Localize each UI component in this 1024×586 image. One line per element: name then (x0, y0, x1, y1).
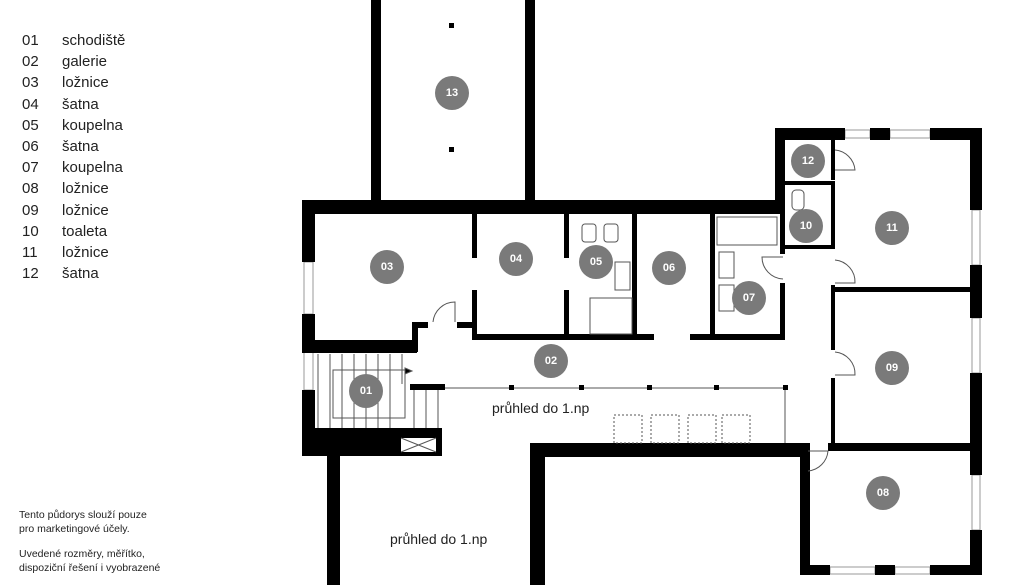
room-badge-02[interactable]: 02 (534, 344, 568, 378)
room-badge-12[interactable]: 12 (791, 144, 825, 178)
legend-item: 09 ložnice (22, 200, 125, 221)
room-badge-11[interactable]: 11 (875, 211, 909, 245)
note-line: pro marketingové účely. (19, 523, 130, 535)
legend-name: schodiště (62, 32, 126, 49)
doors (432, 149, 856, 472)
room-badge-09[interactable]: 09 (875, 351, 909, 385)
legend-name: koupelna (62, 116, 123, 134)
column-marker (449, 23, 454, 28)
legend-name: ložnice (62, 244, 109, 262)
room-number: 13 (446, 87, 458, 99)
walls (302, 0, 982, 585)
room-badge-07[interactable]: 07 (732, 281, 766, 315)
legend-item: 10 toaleta (22, 221, 125, 242)
legend-num: 06 (22, 138, 39, 156)
room-badge-10[interactable]: 10 (789, 209, 823, 243)
legend-name: ložnice (62, 201, 109, 219)
note-line: Tento půdorys slouží pouze (19, 509, 147, 521)
column-marker (449, 147, 454, 152)
legend-item: 12 šatna (22, 263, 125, 284)
legend-name: toaleta (62, 222, 108, 240)
room-number: 10 (800, 220, 812, 232)
legend-num: 01 (22, 32, 39, 49)
legend-num: 08 (22, 180, 39, 198)
room-number: 02 (545, 355, 557, 367)
legend-name: šatna (62, 265, 99, 283)
void-label-upper: průhled do 1.np (492, 400, 590, 416)
legend-name: galerie (62, 53, 108, 71)
room-badge-06[interactable]: 06 (652, 251, 686, 285)
room-number: 08 (877, 487, 889, 499)
legend-item: 08 ložnice (22, 178, 125, 199)
room-number: 05 (590, 256, 602, 268)
legend-item: 01 schodiště (22, 30, 125, 51)
legend-item: 06 šatna (22, 136, 125, 157)
room-badge-05[interactable]: 05 (579, 245, 613, 279)
room-badge-01[interactable]: 01 (349, 374, 383, 408)
room-number: 09 (886, 362, 898, 374)
note-line: dispoziční řešení i vyobrazené (19, 562, 161, 574)
gallery-railing (445, 385, 788, 443)
room-badge-03[interactable]: 03 (370, 250, 404, 284)
legend-name: šatna (62, 138, 99, 156)
windows (303, 129, 981, 575)
legend-num: 02 (22, 53, 39, 71)
room-badge-04[interactable]: 04 (499, 242, 533, 276)
legend-item: 05 koupelna (22, 115, 125, 136)
skylights (613, 414, 751, 444)
room-badge-13[interactable]: 13 (435, 76, 469, 110)
legend-item: 04 šatna (22, 94, 125, 115)
legend-item: 11 ložnice (22, 242, 125, 263)
void-label-lower: průhled do 1.np (390, 531, 488, 547)
room-number: 11 (886, 222, 898, 234)
legend-name: šatna (62, 95, 99, 113)
legend-name: ložnice (62, 180, 109, 198)
legend-name: ložnice (62, 74, 109, 92)
legend-name: koupelna (62, 159, 123, 177)
note-line: Uvedené rozměry, měřítko, (19, 548, 145, 560)
legend-item: 02 galerie (22, 51, 125, 72)
room-number: 07 (743, 292, 755, 304)
legend-num: 11 (22, 244, 38, 262)
room-badge-08[interactable]: 08 (866, 476, 900, 510)
disclaimer-note: Tento půdorys slouží pouze pro marketingo… (19, 508, 219, 586)
room-number: 03 (381, 261, 393, 273)
legend-num: 04 (22, 95, 39, 113)
legend-item: 03 ložnice (22, 72, 125, 93)
legend-num: 07 (22, 159, 39, 177)
legend-num: 03 (22, 74, 39, 92)
legend-num: 05 (22, 116, 39, 134)
legend-item: 07 koupelna (22, 157, 125, 178)
room-number: 06 (663, 262, 675, 274)
legend-num: 10 (22, 222, 39, 240)
bathroom-fixtures (581, 189, 805, 335)
legend-num: 12 (22, 265, 39, 283)
room-number: 01 (360, 385, 372, 397)
room-number: 12 (802, 155, 814, 167)
legend-num: 09 (22, 201, 39, 219)
room-number: 04 (510, 253, 523, 265)
